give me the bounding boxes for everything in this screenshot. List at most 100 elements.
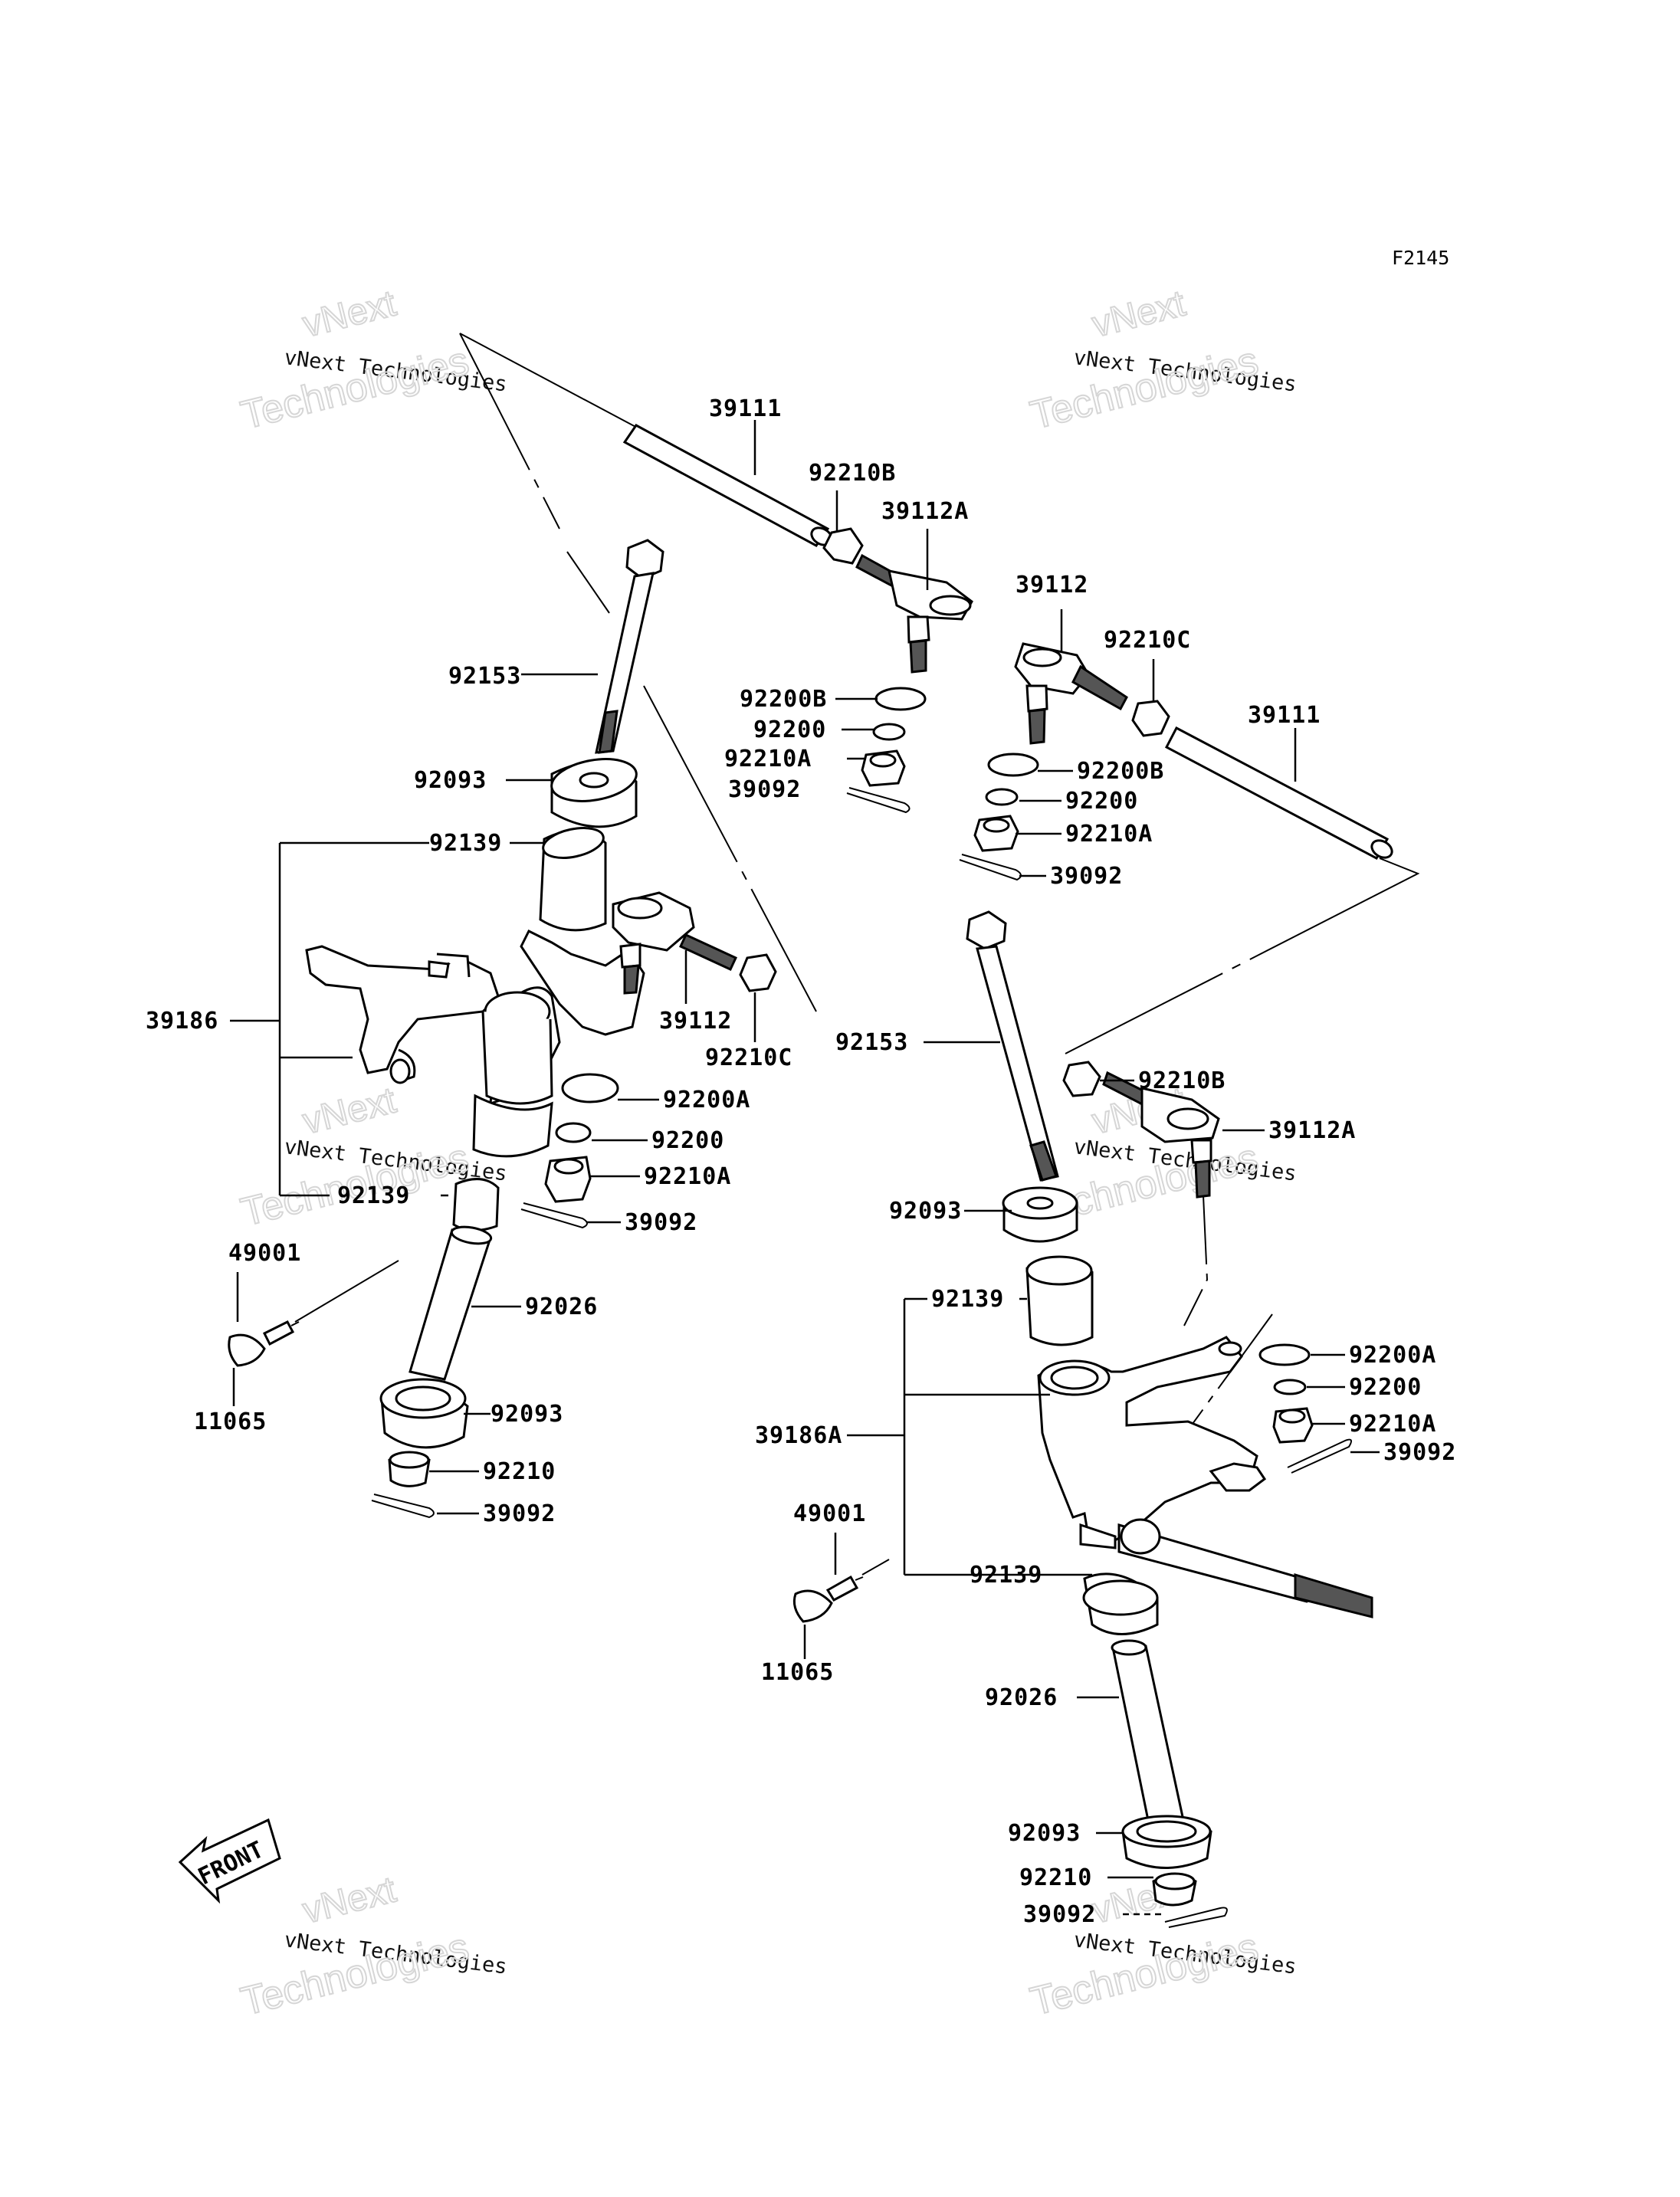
nut-92210-right <box>1152 1872 1197 1907</box>
washer-92200-top <box>872 723 906 741</box>
part-label: 39186A <box>755 1422 842 1449</box>
cotter-pin-39092-left <box>520 1202 588 1229</box>
part-label: 92210A <box>644 1163 731 1190</box>
tie-rod-end-39112-left <box>612 891 737 995</box>
bolt-92153-left <box>595 539 664 754</box>
nut-92210B-top <box>822 527 864 565</box>
part-label: 92026 <box>525 1294 598 1320</box>
part-label: 39112 <box>1016 572 1088 598</box>
cap-11065-left <box>228 1333 266 1367</box>
washer-92200-left <box>555 1122 592 1143</box>
cap-11065-right <box>792 1589 833 1623</box>
cotter-pin-39092-top <box>846 787 911 814</box>
bushing-92093-bottom-left <box>379 1378 469 1449</box>
assembly-line <box>1180 1313 1273 1441</box>
part-label: 92210 <box>483 1458 556 1485</box>
cotter-pin-39092-bottom-right <box>1164 1907 1228 1928</box>
cotter-pin-39092-right <box>959 854 1022 881</box>
part-label: 92093 <box>889 1198 962 1225</box>
part-label: 92200 <box>753 716 826 743</box>
assembly-line <box>459 333 641 430</box>
part-label: 39092 <box>625 1209 697 1236</box>
nut-92210C-right <box>1131 700 1170 737</box>
part-label: 92139 <box>337 1182 410 1209</box>
part-label: 92210A <box>724 746 812 772</box>
part-label: 11065 <box>194 1408 267 1435</box>
bushing-92093-bottom-right <box>1121 1815 1212 1869</box>
part-label: 92200 <box>651 1127 724 1154</box>
diagram-code: F2145 <box>1392 247 1449 269</box>
nut-92210-left <box>388 1451 431 1487</box>
collar-92139-bottom-right <box>1082 1572 1159 1635</box>
watermark-line1: vNext <box>1088 284 1189 346</box>
part-label: 39092 <box>1023 1901 1096 1928</box>
bushing-92093-top-left <box>550 758 638 828</box>
nut-92210B-right <box>1062 1061 1101 1097</box>
watermark-line1: vNext <box>299 1080 400 1143</box>
collar-92139-bottom-left <box>452 1178 500 1231</box>
part-label: 39092 <box>1050 863 1123 890</box>
part-label: 92210C <box>1104 627 1191 654</box>
part-label: 92210A <box>1065 821 1153 848</box>
part-label: 39111 <box>1248 702 1321 729</box>
part-label: 92210 <box>1019 1864 1092 1891</box>
watermark-line1: vNext <box>299 1870 400 1932</box>
grease-nipple-49001-right <box>825 1575 864 1602</box>
washer-92200-right-2 <box>1273 1379 1307 1395</box>
nut-92210A-left <box>544 1156 592 1203</box>
tie-rod-39111-top <box>622 424 833 547</box>
collar-92139-top-left <box>539 827 607 932</box>
knuckle-39186A <box>1037 1336 1373 1618</box>
cotter-pin-39092-bottom-left <box>371 1494 435 1519</box>
collar-92139-top-right <box>1025 1255 1094 1346</box>
nut-92210A-right <box>973 815 1019 852</box>
part-label: 49001 <box>793 1500 866 1527</box>
kingpin-92026-right <box>1111 1639 1186 1829</box>
grease-nipple-49001-left <box>262 1320 300 1346</box>
assembly-line <box>1065 857 1420 1054</box>
part-label: 92210B <box>1138 1067 1226 1094</box>
part-label: 92210A <box>1349 1411 1436 1438</box>
part-label: 92026 <box>985 1684 1058 1711</box>
part-label: 49001 <box>228 1240 301 1267</box>
part-label: 92200B <box>740 686 827 713</box>
watermark-bottom-left: vNext vNext Technologies Technologies <box>236 1869 508 2025</box>
assembly-line <box>566 551 610 614</box>
bolt-92153-right <box>966 910 1059 1182</box>
part-label: 92200A <box>663 1087 750 1113</box>
part-label: 92093 <box>414 767 487 794</box>
part-label: 92093 <box>1008 1820 1081 1847</box>
washer-92200A-left <box>561 1073 619 1103</box>
part-label: 39092 <box>1383 1439 1456 1466</box>
assembly-line <box>861 1559 890 1576</box>
cotter-pin-39092-right-2 <box>1287 1438 1353 1474</box>
tie-rod-end-39112A-top <box>855 553 973 674</box>
part-label: 39092 <box>483 1500 556 1527</box>
part-label: 92139 <box>970 1562 1042 1589</box>
tie-rod-end-39112-right <box>1014 642 1128 745</box>
part-label: 39186 <box>146 1008 218 1035</box>
watermark-top-right: vNext vNext Technologies Technologies <box>1025 283 1298 439</box>
part-label: 92153 <box>835 1029 908 1056</box>
watermark-line1: vNext <box>299 284 400 346</box>
front-arrow: FRONT <box>178 1818 281 1904</box>
part-label: 92139 <box>429 830 502 857</box>
assembly-line <box>459 333 560 530</box>
part-label: 92200B <box>1077 758 1164 785</box>
part-label: 92200 <box>1349 1374 1422 1401</box>
assembly-line <box>1183 1195 1209 1326</box>
nut-92210A-top <box>861 749 906 787</box>
washer-92200-right <box>985 788 1019 806</box>
tie-rod-39111-right <box>1164 726 1393 861</box>
bushing-92093-top-right <box>1002 1186 1078 1243</box>
kingpin-92026-left <box>409 1225 493 1381</box>
part-label: 39112 <box>659 1008 732 1035</box>
part-label: 92210C <box>705 1044 792 1071</box>
nut-92210C-left <box>739 953 777 992</box>
part-label: 92200 <box>1065 788 1138 815</box>
part-label: 11065 <box>761 1659 834 1686</box>
part-label: 39111 <box>709 395 782 422</box>
washer-92200B-right <box>987 753 1039 777</box>
part-label: 92153 <box>448 663 521 690</box>
assembly-line <box>294 1260 399 1323</box>
